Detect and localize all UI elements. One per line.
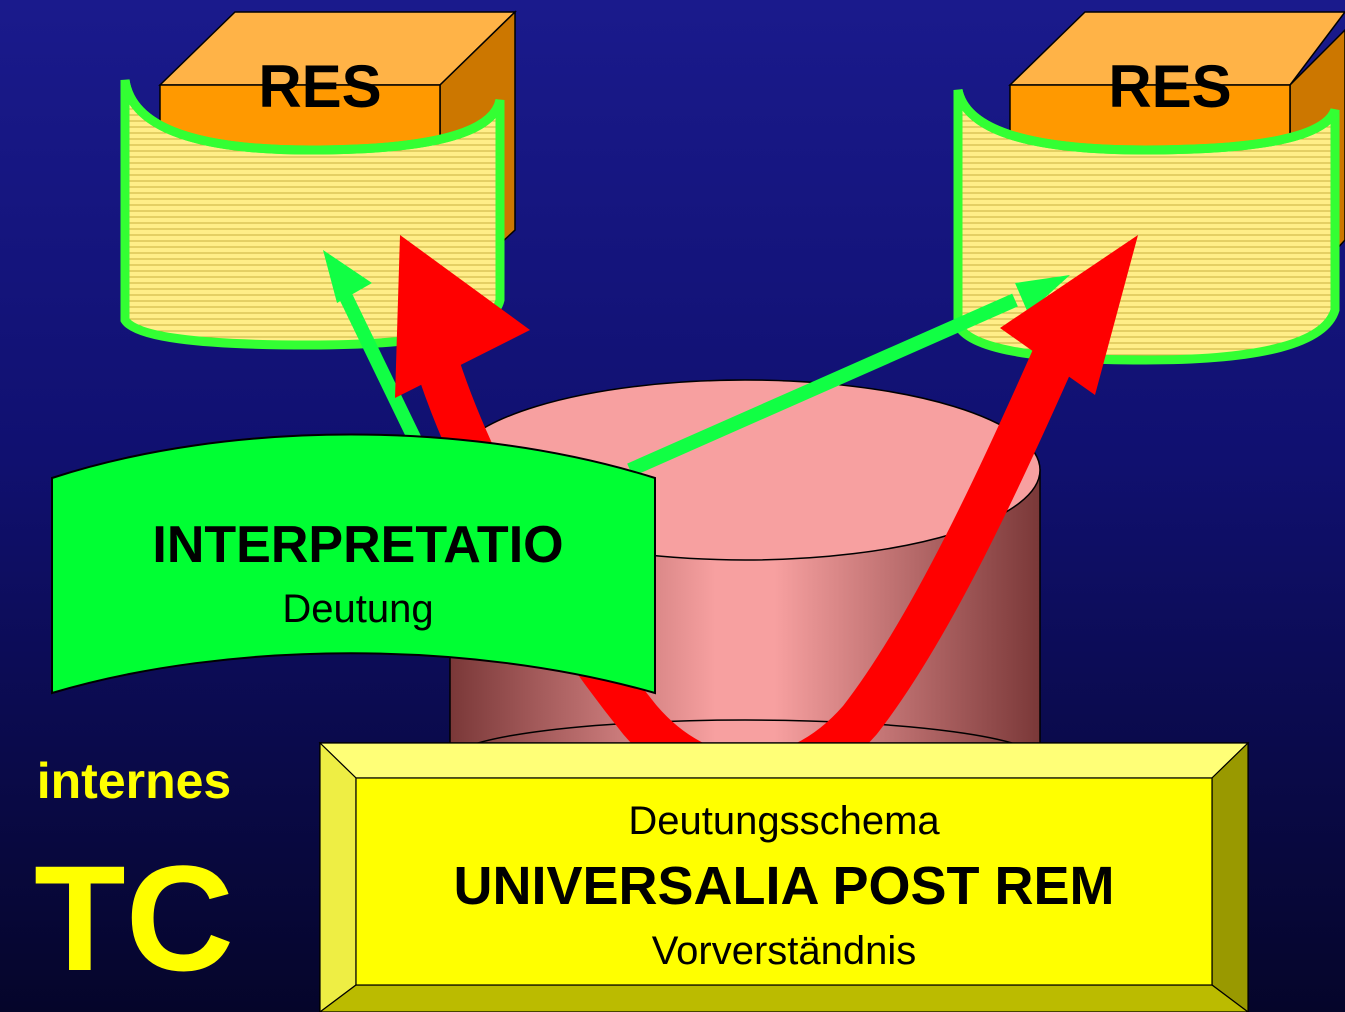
schema-top-label: Deutungsschema bbox=[628, 799, 940, 843]
green-arrow-left bbox=[323, 250, 427, 454]
interpretatio-title: INTERPRETATIO bbox=[152, 516, 563, 574]
interpretatio-subtitle: Deutung bbox=[282, 587, 433, 631]
schema-main-label: UNIVERSALIA POST REM bbox=[453, 856, 1114, 916]
res-right-label: RES bbox=[1108, 53, 1231, 120]
interpretatio-banner: INTERPRETATIO Deutung bbox=[51, 433, 656, 695]
internes-label: internes bbox=[37, 753, 232, 809]
tc-label: TC bbox=[34, 834, 234, 1002]
schema-bottom-label: Vorverständnis bbox=[652, 929, 917, 973]
res-left-label: RES bbox=[258, 53, 381, 120]
green-arrow-right bbox=[627, 275, 1070, 477]
schema-box: Deutungsschema UNIVERSALIA POST REM Vorv… bbox=[318, 741, 1250, 1012]
